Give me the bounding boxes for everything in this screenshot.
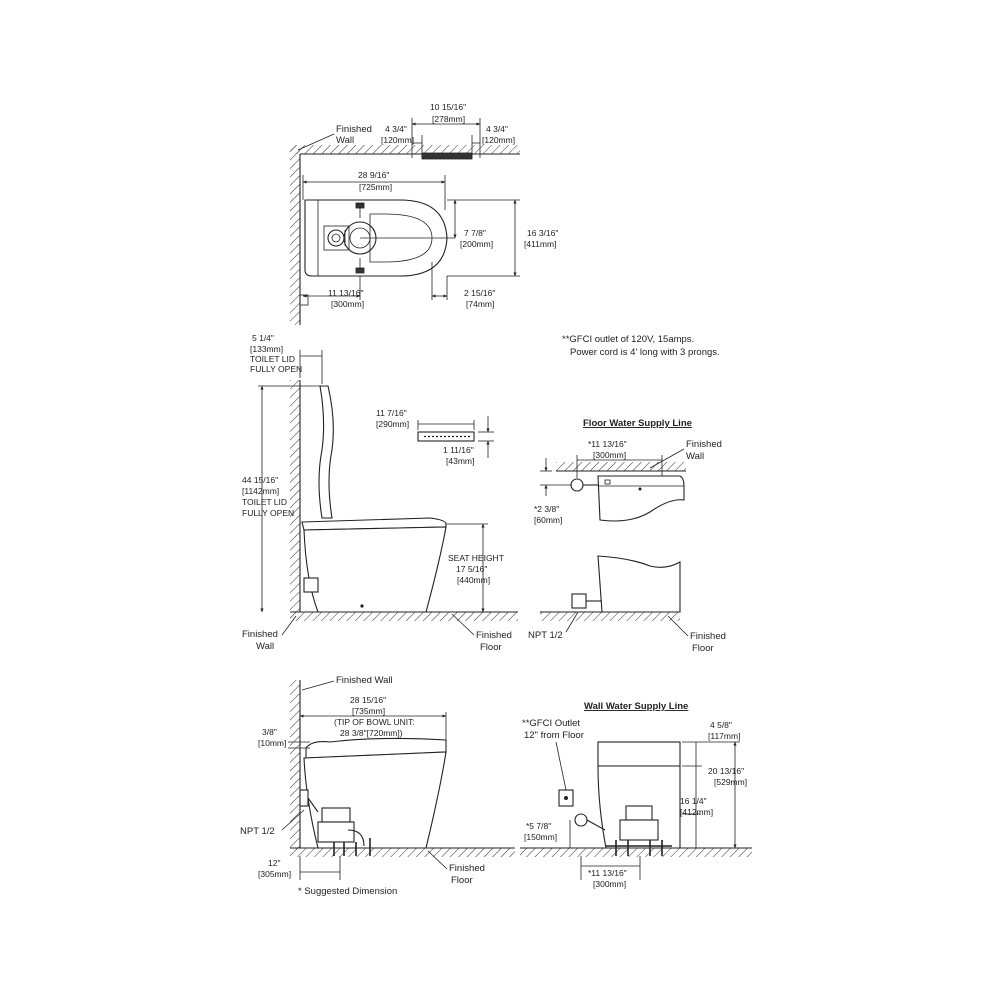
bowl-body-side [303, 526, 447, 613]
suggested-dimension-note: * Suggested Dimension [298, 886, 397, 897]
overall-width: 16 3/16" [527, 228, 558, 238]
bowl-plan [369, 213, 433, 263]
floor-npt: NPT 1/2 [528, 630, 563, 641]
front-offset: 2 15/16" [464, 288, 495, 298]
wall-dim-11: *11 13/16" [588, 868, 627, 878]
wall-height-total: 20 13/16" [708, 766, 744, 776]
remote-detail: 11 7/16" [290mm] 1 11/16" [43mm] [376, 408, 494, 466]
bottom-finished-floor-2: Floor [451, 875, 473, 886]
bottom-overall-mm: [735mm] [352, 706, 385, 716]
front-offset-mm: [74mm] [466, 299, 494, 309]
rough-in-mm: [300mm] [331, 299, 364, 309]
top-view: 10 15/16" [278mm] 4 3/4" [120mm] 4 3/4" … [290, 102, 558, 325]
floor-supply-detail: Floor Water Supply Line *11 13/16" [300m… [528, 418, 726, 654]
right-offset-mm: [120mm] [482, 135, 515, 145]
side-finished-floor-1: Finished [476, 630, 512, 641]
remote-width-side-mm: [290mm] [376, 419, 409, 429]
bottom-gap-mm: [10mm] [258, 738, 286, 748]
wall-dim-5: *5 7/8" [526, 821, 551, 831]
bottom-finished-floor-1: Finished [449, 863, 485, 874]
seat-height-mm: [440mm] [457, 575, 490, 585]
overall-width-mm: [411mm] [524, 239, 556, 249]
wall-supply-tank [597, 741, 681, 767]
lid-offset: 5 1/4" [252, 333, 274, 343]
side-wall-hatch [290, 380, 300, 620]
remote-width-side: 11 7/16" [376, 408, 407, 418]
wall-dim-11-mm: [300mm] [593, 879, 626, 889]
floor-supply-tank [597, 475, 685, 522]
bottom-side-view: Finished Wall 28 15/16" [735mm] (TIP OF … [240, 675, 515, 897]
lid-offset-mm: [133mm] [250, 344, 283, 354]
seat-height-label: SEAT HEIGHT [448, 553, 504, 563]
floor-finished-floor-2: Floor [692, 643, 714, 654]
bottom-tip-note: (TIP OF BOWL UNIT: [334, 717, 415, 727]
total-height-note-2: FULLY OPEN [242, 508, 294, 518]
remote-plan [421, 152, 473, 160]
remote-depth: 1 11/16" [443, 445, 474, 455]
gfci-note-2: Power cord is 4' long with 3 prongs. [570, 347, 720, 358]
remote-depth-mm: [43mm] [446, 456, 474, 466]
bottom-npt: NPT 1/2 [240, 826, 275, 837]
right-offset: 4 3/4" [486, 124, 508, 134]
bottom-overall: 28 15/16" [350, 695, 386, 705]
wall-dim-5-mm: [150mm] [524, 832, 557, 842]
floor-dim-2-mm: [60mm] [534, 515, 562, 525]
lid-offset-note-1: TOILET LID [250, 354, 295, 364]
bowl-width-half: 7 7/8" [464, 228, 486, 238]
remote-width: 10 15/16" [430, 102, 466, 112]
overall-length: 28 9/16" [358, 170, 389, 180]
wall-supply-title: Wall Water Supply Line [584, 701, 688, 712]
floor-supply-body [597, 555, 681, 613]
left-offset-mm: [120mm] [381, 135, 414, 145]
bottom-rough: 12" [268, 858, 280, 868]
seat-side [301, 517, 447, 531]
overall-length-mm: [725mm] [359, 182, 392, 192]
floor-supply-title: Floor Water Supply Line [583, 418, 692, 429]
wall-hatch-left [290, 145, 300, 325]
wall-tank-top-mm: [117mm] [708, 731, 740, 741]
gfci-note-1: **GFCI outlet of 120V, 15amps. [562, 334, 694, 345]
bowl-width-half-mm: [200mm] [460, 239, 493, 249]
floor-finished-wall-1: Finished [686, 439, 722, 450]
rough-in: 11 13/16" [328, 288, 363, 298]
floor-finished-wall-2: Wall [686, 451, 704, 462]
left-offset: 4 3/4" [385, 124, 407, 134]
wall-gfci-2: 12" from Floor [524, 730, 584, 741]
side-finished-wall-2: Wall [256, 641, 274, 652]
total-height: 44 15/16" [242, 475, 278, 485]
wall-gfci-1: **GFCI Outlet [522, 718, 580, 729]
bottom-finished-wall: Finished Wall [336, 675, 393, 686]
total-height-mm: [1142mm] [242, 486, 279, 496]
finished-wall-label-1: Finished [336, 124, 372, 135]
wall-supply-height-mm: [412mm] [680, 807, 713, 817]
side-view: 5 1/4" [133mm] TOILET LID FULLY OPEN 44 … [242, 333, 518, 653]
wall-hatch-top [290, 145, 520, 154]
bottom-gap: 3/8" [262, 727, 277, 737]
total-height-note-1: TOILET LID [242, 497, 287, 507]
side-finished-wall-1: Finished [242, 629, 278, 640]
bottom-rough-mm: [305mm] [258, 869, 291, 879]
wall-height-total-mm: [529mm] [714, 777, 747, 787]
finished-wall-label-2: Wall [336, 135, 354, 146]
floor-dim-2: *2 3/8" [534, 504, 559, 514]
floor-supply-valve [571, 593, 587, 609]
lid-offset-note-2: FULLY OPEN [250, 364, 302, 374]
floor-dim-11: *11 13/16" [588, 439, 627, 449]
open-lid [318, 385, 334, 519]
seat-height: 17 5/16" [456, 564, 487, 574]
wall-supply-height: 16 1/4" [680, 796, 707, 806]
bottom-tip-value: 28 3/8"[720mm]) [340, 728, 403, 738]
floor-finished-floor-1: Finished [690, 631, 726, 642]
toilet-plan-outline [304, 199, 448, 277]
wall-tank-top: 4 5/8" [710, 720, 732, 730]
remote-width-mm: [278mm] [432, 114, 465, 124]
wall-supply-detail: Wall Water Supply Line **GFCI Outlet 12"… [520, 701, 752, 889]
side-floor-hatch [290, 612, 518, 621]
side-finished-floor-2: Floor [480, 642, 502, 653]
wall-supply-valve [574, 813, 588, 827]
floor-dim-11-mm: [300mm] [593, 450, 626, 460]
